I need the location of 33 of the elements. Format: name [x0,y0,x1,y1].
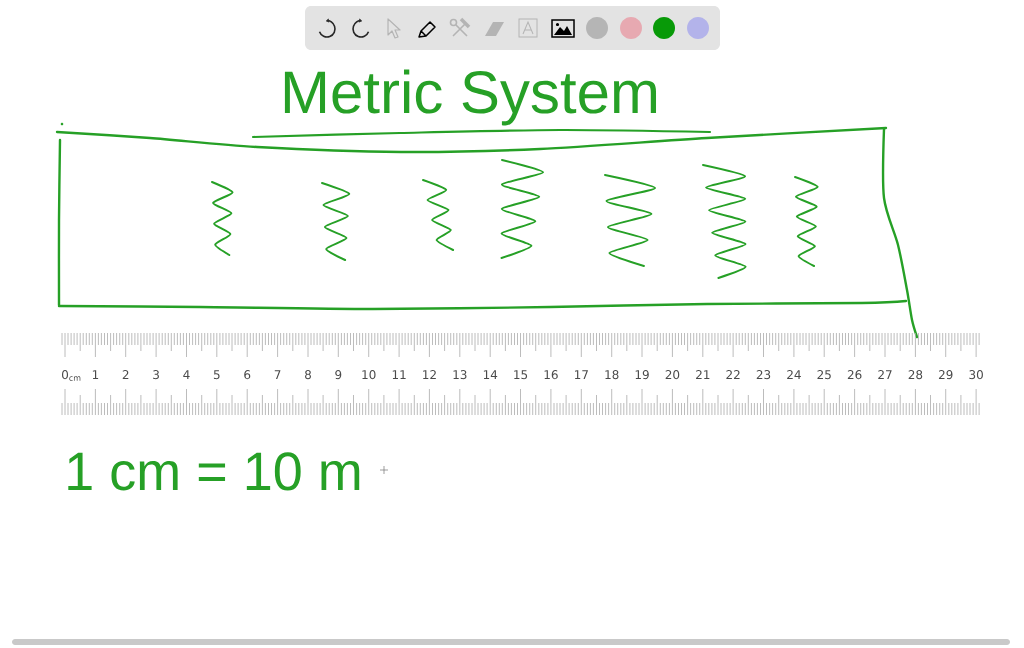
ruler-number: 28 [908,370,923,380]
ruler-number: 1 [92,370,99,379]
ruler-number: 27 [878,370,892,379]
ruler-number: 12 [423,370,436,379]
ruler-number: 2 [122,370,129,379]
ruler-number: 10 [362,370,376,380]
ruler-number: 0$_{cm}$ [62,370,81,381]
ruler-number: 14 [483,370,498,379]
ruler-number: 30 [969,370,983,380]
ruler-number: 18 [605,370,619,380]
ruler-number: 23 [756,370,771,380]
ruler-number: 9 [335,370,342,380]
ruler-number: 7 [274,370,281,379]
ruler-number: 20 [665,370,680,380]
ruler-number: 8 [305,370,311,380]
ruler-number: 21 [696,370,710,379]
ruler-number: 16 [544,370,558,380]
ruler-number: 29 [938,370,953,380]
ruler-number: 17 [575,370,588,379]
ruler-number: 11 [392,370,406,379]
ruler-number: 26 [847,370,862,380]
ruler-number: 25 [817,370,831,380]
ruler-number: 5 [213,370,220,380]
ruler-number: 6 [244,370,251,380]
ruler-number: 4 [183,370,190,379]
ruler-number: 19 [635,370,649,380]
title: Metric System [284,69,656,126]
ruler-number: 13 [453,370,467,380]
ruler-number: 3 [153,370,159,380]
ruler-number: 15 [514,370,528,380]
handwritten-note: 1 cm = 10 m [68,452,360,491]
ruler-number: 24 [787,370,801,379]
ruler-number: 22 [726,370,740,379]
